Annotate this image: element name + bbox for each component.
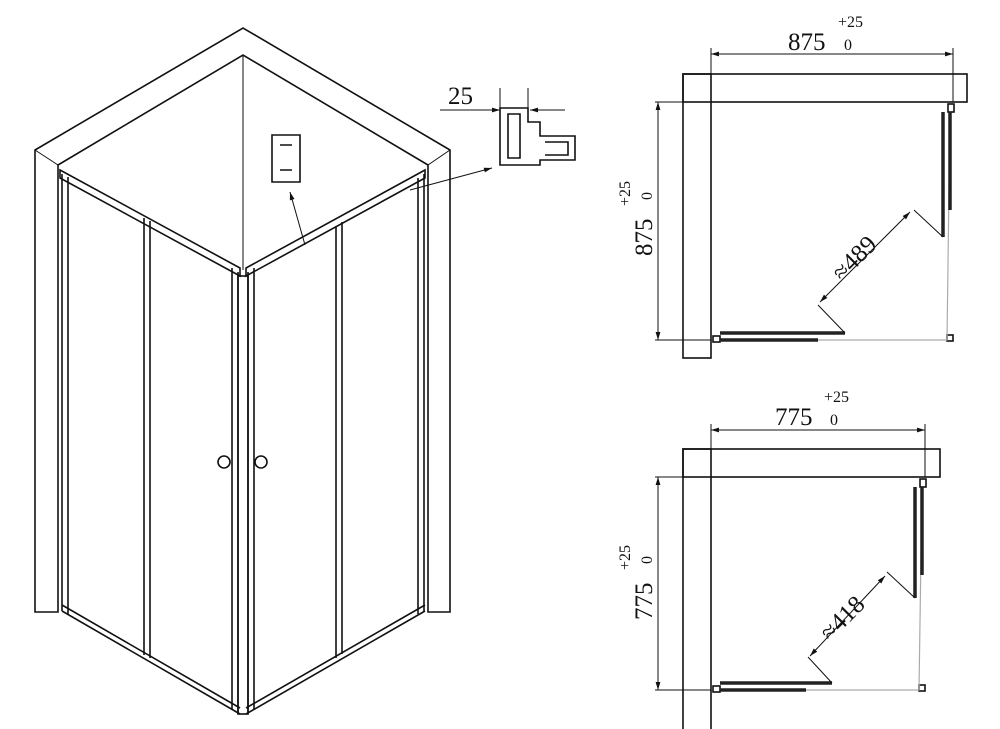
handle-left-icon: [217, 455, 231, 469]
width-tol-upper: +25: [824, 389, 849, 406]
opening-dim-line: [809, 575, 886, 657]
bottom-door-panels: [720, 681, 832, 692]
width-tol-lower: 0: [830, 412, 838, 429]
post-top: [919, 478, 927, 488]
wall-edge: [34, 149, 451, 166]
post-corner: [946, 334, 954, 342]
depth-tol-lower: 0: [639, 556, 656, 564]
depth-tol-lower: 0: [639, 192, 656, 200]
depth-label: 875: [631, 219, 658, 257]
post-top: [947, 103, 955, 113]
isometric-view: 25: [34, 27, 576, 715]
width-label: 875: [788, 29, 826, 56]
plan-view-875: 875 +25 0 875 +25 0 ≈489: [617, 14, 968, 359]
opening-label: ≈418: [815, 591, 870, 646]
corner-post: [237, 275, 249, 715]
profile-section-small: [271, 134, 301, 183]
right-door-panels: [913, 487, 924, 598]
opening-ext: [817, 209, 944, 334]
detail-arrow: [409, 167, 493, 191]
width-label: 775: [775, 404, 813, 431]
panel-edges-left: [61, 174, 239, 714]
width-tol-lower: 0: [844, 37, 852, 54]
post-left: [712, 335, 721, 343]
opening-line: [720, 486, 923, 691]
bottom-door-panels: [720, 331, 845, 342]
extension-line: [499, 88, 529, 108]
opening-label: ≈489: [827, 231, 882, 286]
wall-left: [682, 73, 712, 359]
handle-right-icon: [254, 455, 268, 469]
post-corner: [918, 684, 926, 692]
wall-outline: [34, 27, 451, 613]
right-door-panels: [941, 112, 952, 237]
depth-tol-upper: +25: [617, 545, 634, 570]
width-tol-upper: +25: [838, 14, 863, 31]
extension-line: [710, 424, 926, 477]
post-left: [712, 685, 721, 693]
detail-arrow: [289, 191, 306, 246]
plan-view-775: 775 +25 0 775 +25 0 ≈418: [617, 389, 941, 729]
depth-label: 775: [631, 583, 658, 621]
profile-section-large: [499, 107, 576, 166]
extension-line: [710, 48, 954, 102]
wall-top: [682, 448, 941, 478]
wall-left: [682, 448, 712, 729]
bottom-rail-left: [61, 604, 241, 715]
opening-ext: [807, 571, 916, 684]
profile-width-label: 25: [448, 83, 473, 110]
panel-edges-right: [247, 174, 425, 714]
opening-dim-line: [819, 211, 911, 303]
wall-top: [682, 73, 968, 103]
opening-line: [720, 111, 951, 341]
depth-tol-upper: +25: [617, 181, 634, 206]
